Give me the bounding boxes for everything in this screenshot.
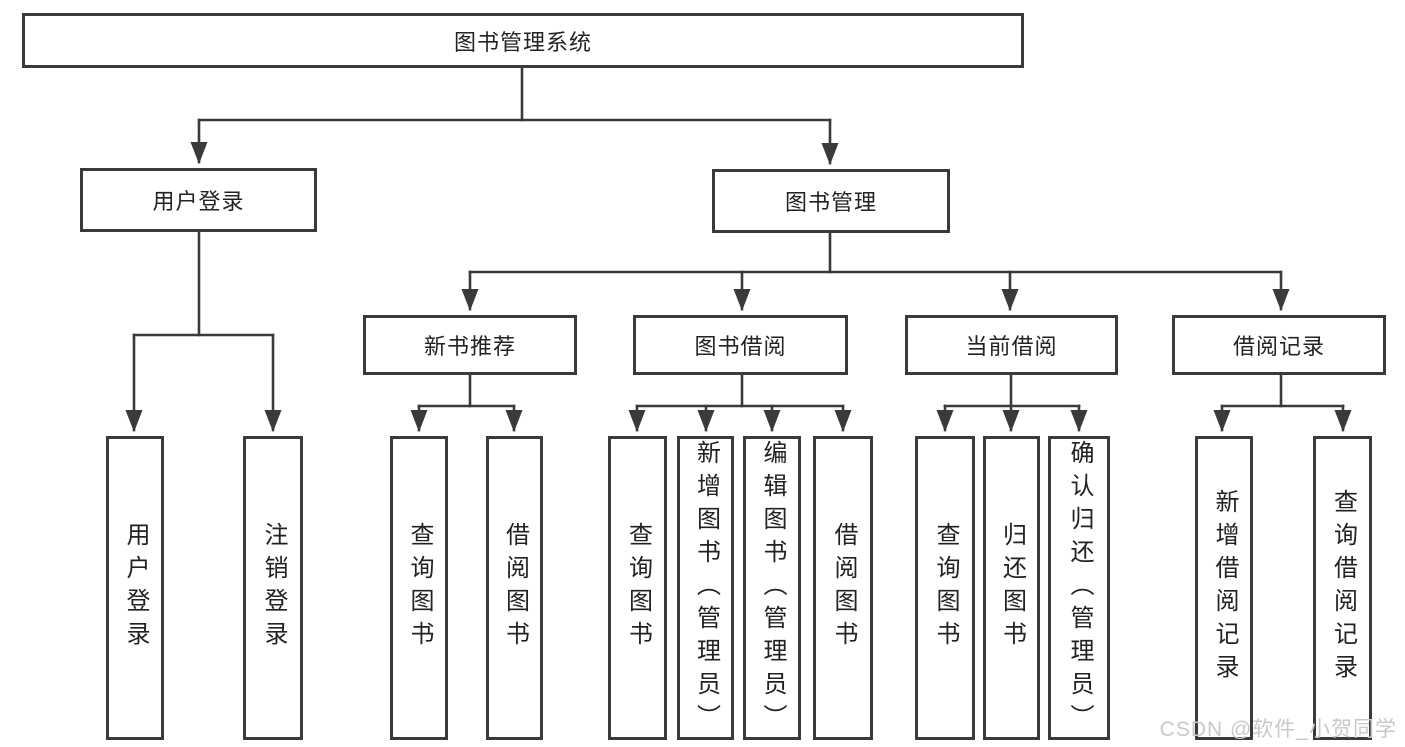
leaf-borrow-edit-books-admin-label: 编辑图书（管理员）: [759, 439, 786, 737]
leaf-current-query-books: 查询图书: [915, 436, 975, 740]
leaf-records-query: 查询借阅记录: [1313, 436, 1372, 740]
leaf-logout-label: 注销登录: [260, 522, 287, 654]
leaf-user-login: 用户登录: [106, 436, 164, 740]
leaf-new-borrow-books: 借阅图书: [486, 436, 543, 740]
leaf-logout: 注销登录: [243, 436, 303, 740]
node-book-management-label: 图书管理: [784, 190, 877, 215]
node-user-login: 用户登录: [80, 168, 317, 232]
leaf-borrow-query-books: 查询图书: [608, 436, 667, 740]
leaf-borrow-add-books-admin-label: 新增图书（管理员）: [692, 439, 720, 737]
leaf-current-return-books-label: 归还图书: [998, 522, 1026, 654]
node-book-borrowing-label: 图书借阅: [694, 334, 787, 359]
node-book-borrowing: 图书借阅: [633, 315, 848, 375]
node-user-login-label: 用户登录: [152, 189, 245, 214]
leaf-borrow-query-books-label: 查询图书: [624, 522, 652, 654]
leaf-current-query-books-label: 查询图书: [932, 522, 959, 654]
leaf-current-confirm-return-admin-label: 确认归还（管理员）: [1066, 439, 1093, 737]
root-node-label: 图书管理系统: [453, 29, 592, 55]
node-borrow-records-label: 借阅记录: [1232, 334, 1325, 359]
leaf-records-add-label: 新增借阅记录: [1211, 489, 1238, 687]
leaf-borrow-edit-books-admin: 编辑图书（管理员）: [743, 436, 801, 740]
leaf-new-query-books-label: 查询图书: [406, 522, 433, 654]
root-node-library-system: 图书管理系统: [22, 13, 1024, 68]
leaf-records-query-label: 查询借阅记录: [1329, 489, 1357, 687]
node-new-book-recommend-label: 新书推荐: [423, 334, 516, 359]
node-current-borrowing-label: 当前借阅: [965, 334, 1058, 359]
leaf-borrow-add-books-admin: 新增图书（管理员）: [677, 436, 734, 740]
leaf-borrow-lend-books: 借阅图书: [813, 436, 873, 740]
leaf-new-borrow-books-label: 借阅图书: [501, 522, 529, 654]
leaf-current-return-books: 归还图书: [983, 436, 1040, 740]
node-new-book-recommend: 新书推荐: [363, 315, 577, 375]
node-borrow-records: 借阅记录: [1172, 315, 1386, 375]
node-current-borrowing: 当前借阅: [905, 315, 1118, 375]
node-book-management: 图书管理: [712, 169, 950, 233]
leaf-records-add: 新增借阅记录: [1195, 436, 1253, 740]
leaf-borrow-lend-books-label: 借阅图书: [830, 522, 857, 654]
leaf-new-query-books: 查询图书: [390, 436, 448, 740]
leaf-current-confirm-return-admin: 确认归还（管理员）: [1048, 436, 1110, 740]
leaf-user-login-label: 用户登录: [122, 522, 149, 654]
